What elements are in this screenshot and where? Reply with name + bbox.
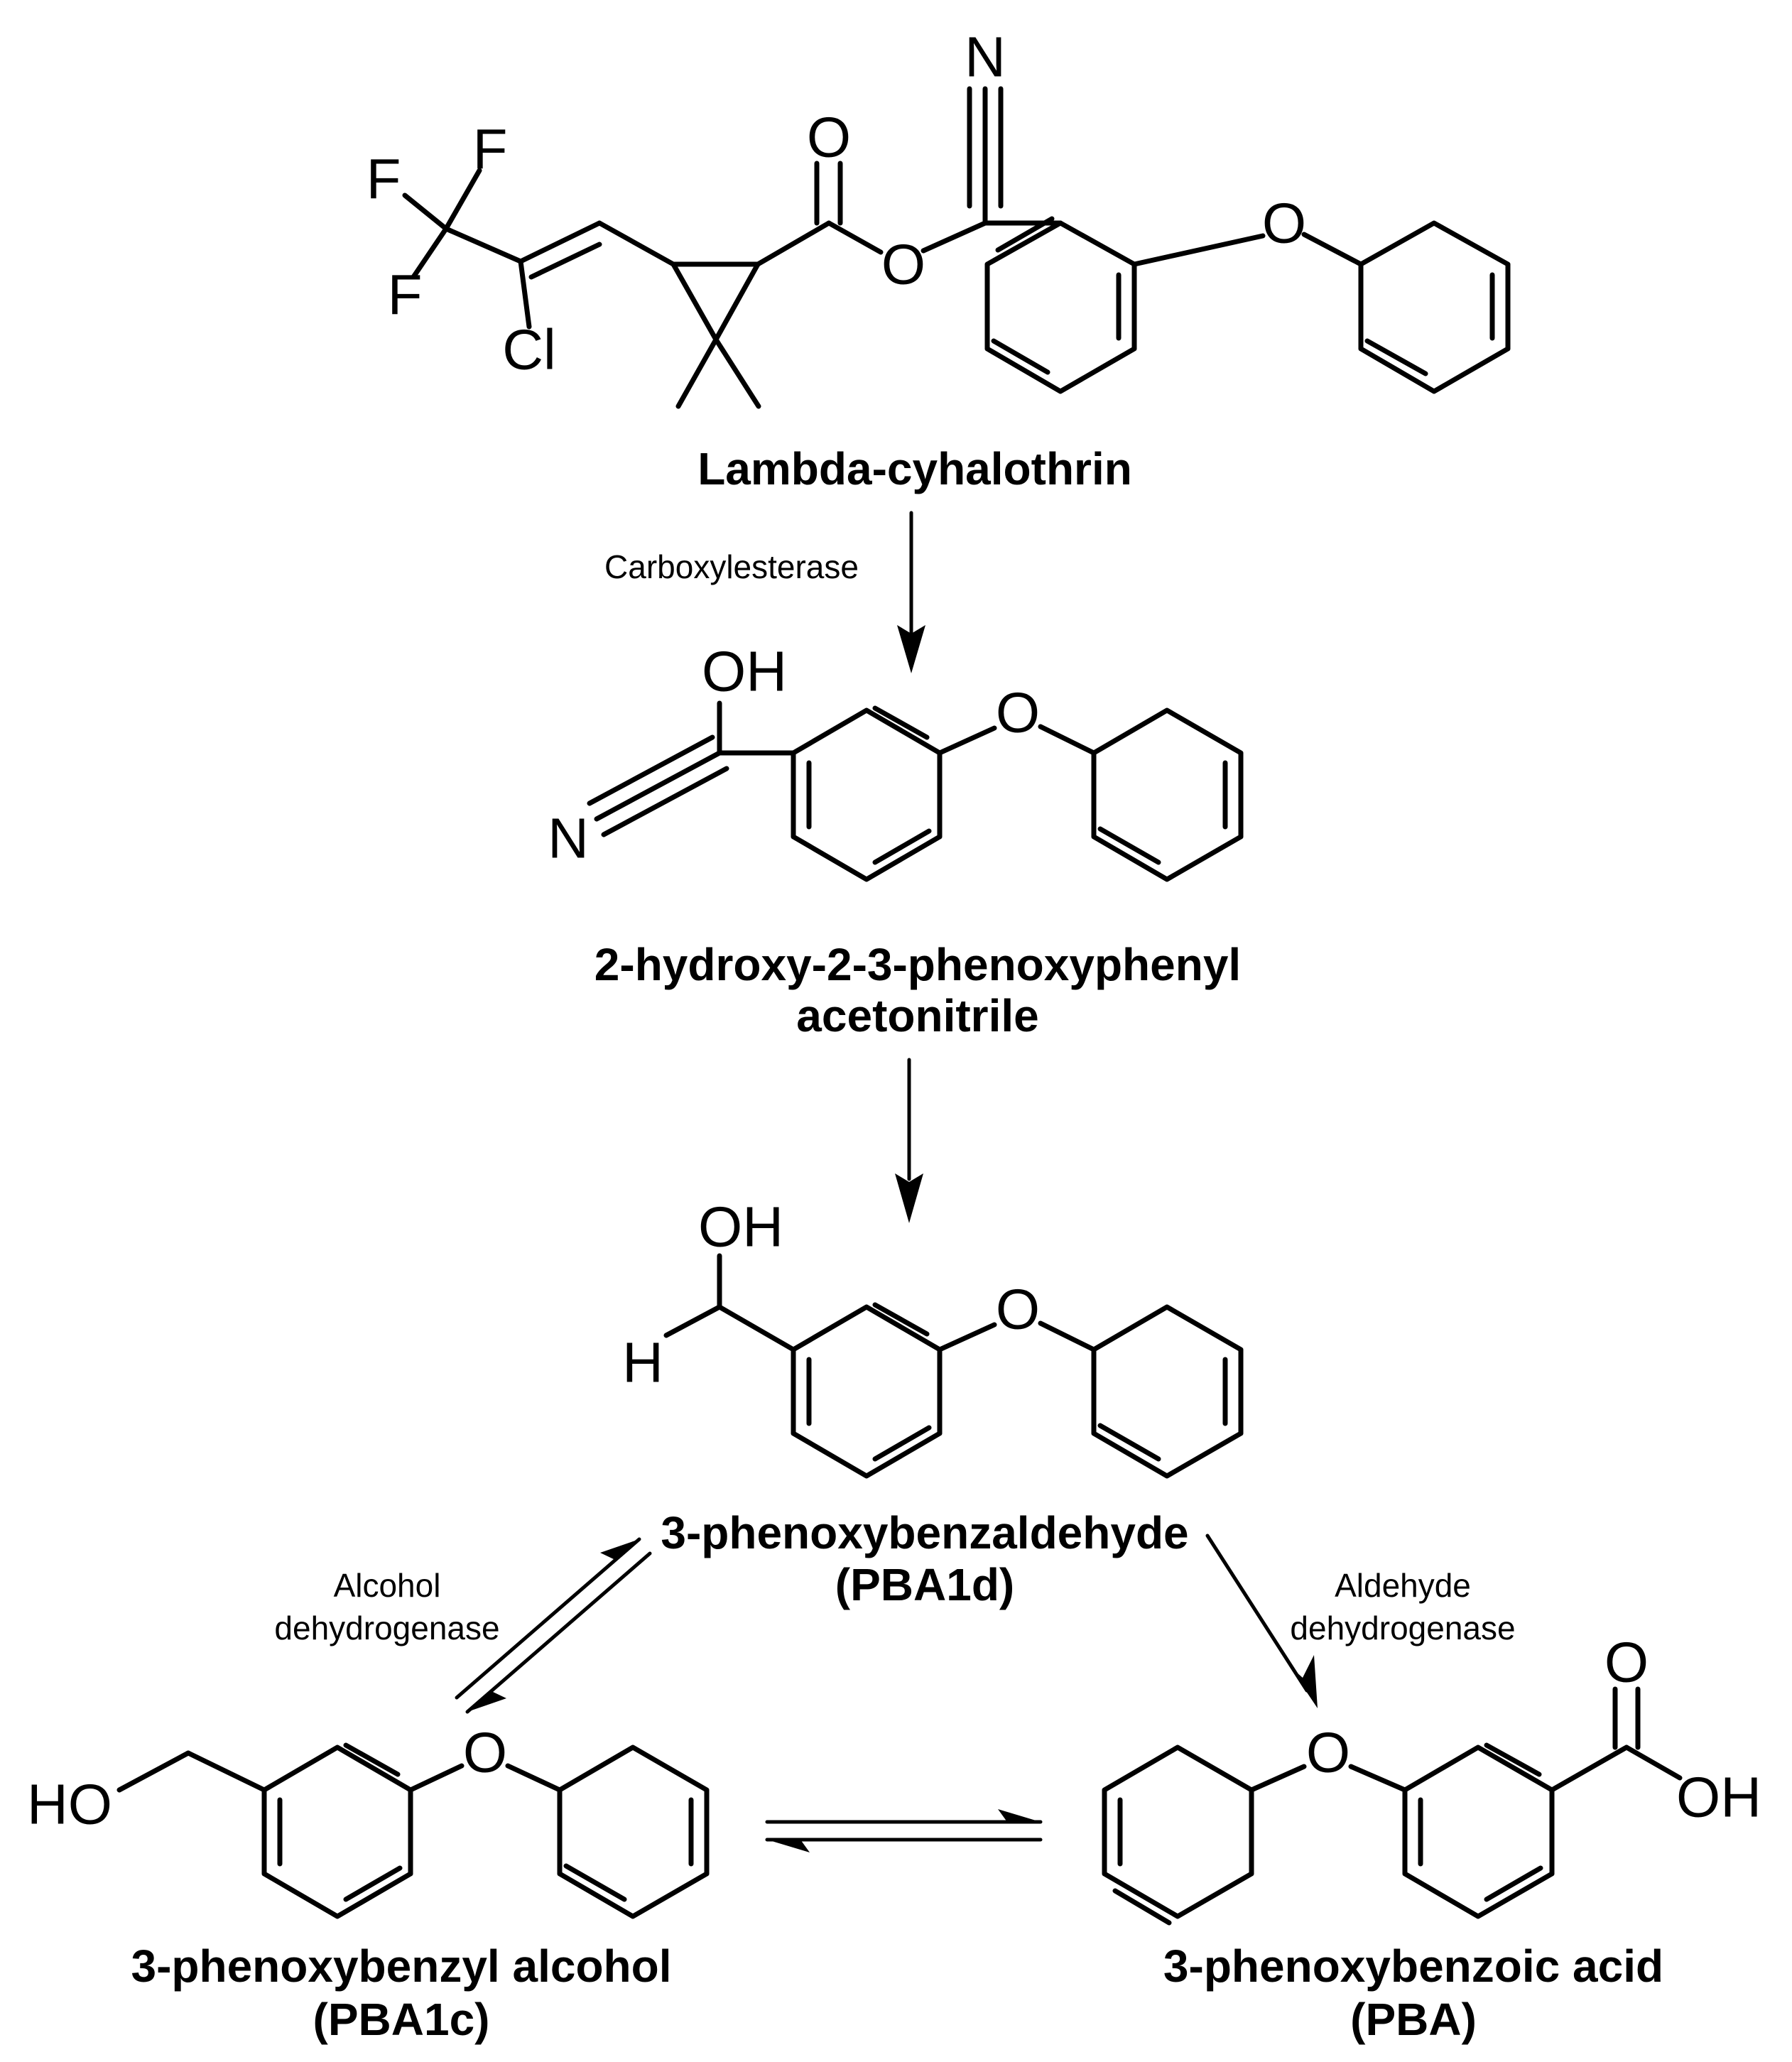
atom-oh: OH xyxy=(1676,1766,1761,1829)
enzyme-aldehyde-dehydrogenase-line1: Aldehyde xyxy=(1335,1567,1471,1604)
compound-name-intermediate-line2: acetonitrile xyxy=(796,990,1038,1041)
atom-carbonyl-o: O xyxy=(807,106,851,169)
enzyme-alcohol-dehydrogenase-line1: Alcohol xyxy=(334,1567,441,1604)
atom-ether-o: O xyxy=(1306,1721,1350,1784)
atom-nitrile-n: N xyxy=(548,807,589,870)
equilibrium-arrow-to-alcohol xyxy=(465,1551,652,1714)
equilibrium-arrow-to-acid-head xyxy=(998,1809,1041,1822)
reaction-arrow-1-head xyxy=(897,625,925,673)
atom-cl: Cl xyxy=(502,318,556,381)
acid-structure xyxy=(1102,1686,1683,1926)
atom-ether-o: O xyxy=(996,1278,1040,1341)
atom-ether-o: O xyxy=(463,1721,507,1784)
compound-name-lambda-cyhalothrin: Lambda-cyhalothrin xyxy=(697,443,1132,494)
intermediate-atoms: OH N O xyxy=(548,640,1040,870)
equilibrium-arrow-to-aldehyde xyxy=(455,1537,641,1700)
acid-atoms: O O OH xyxy=(1306,1631,1761,1829)
atom-carbonyl-o: O xyxy=(1604,1631,1649,1694)
atom-f-1: F xyxy=(366,148,401,211)
atom-nitrile-n: N xyxy=(965,26,1006,89)
atom-f-3: F xyxy=(388,264,423,327)
alcohol-structure xyxy=(116,1742,710,1919)
atom-h: H xyxy=(622,1331,663,1394)
atom-ester-o: O xyxy=(881,233,925,296)
intermediate-structure xyxy=(587,700,1244,882)
reaction-arrow-to-acid xyxy=(1205,1534,1309,1693)
lambda-cyhalothrin-atoms: F F F Cl O O N O xyxy=(366,26,1307,381)
compound-name-alcohol-line1: 3-phenoxybenzyl alcohol xyxy=(131,1941,671,1992)
equilibrium-arrow-to-alcohol-2-head xyxy=(767,1840,810,1852)
compound-name-aldehyde-line1: 3-phenoxybenzaldehyde xyxy=(661,1507,1188,1558)
compound-name-aldehyde-line2: (PBA1d) xyxy=(835,1559,1014,1610)
equilibrium-arrow-to-alcohol-head xyxy=(467,1691,506,1712)
enzyme-aldehyde-dehydrogenase-line2: dehydrogenase xyxy=(1290,1610,1515,1646)
alcohol-atoms: HO O xyxy=(27,1721,507,1836)
lambda-cyhalothrin-structure xyxy=(402,86,1511,409)
atom-ether-o: O xyxy=(996,681,1040,744)
equilibrium-arrow-to-aldehyde-head xyxy=(600,1539,639,1560)
enzyme-carboxylesterase: Carboxylesterase xyxy=(604,548,859,585)
atom-ether-o: O xyxy=(1262,192,1306,255)
aldehyde-atoms: OH H O xyxy=(622,1195,1040,1394)
aldehyde-structure xyxy=(663,1253,1244,1479)
enzyme-alcohol-dehydrogenase-line2: dehydrogenase xyxy=(274,1610,499,1646)
atom-oh: OH xyxy=(698,1195,783,1259)
compound-name-acid-line2: (PBA) xyxy=(1350,1994,1477,2045)
reaction-arrow-to-acid-head xyxy=(1288,1655,1318,1708)
atom-ho: HO xyxy=(27,1773,112,1836)
reaction-arrow-2-head xyxy=(895,1173,923,1223)
compound-name-alcohol-line2: (PBA1c) xyxy=(313,1994,490,2045)
atom-f-2: F xyxy=(473,118,508,181)
compound-name-intermediate-line1: 2-hydroxy-2-3-phenoxyphenyl xyxy=(594,939,1241,990)
atom-oh: OH xyxy=(702,640,787,703)
compound-name-acid-line1: 3-phenoxybenzoic acid xyxy=(1163,1941,1663,1992)
